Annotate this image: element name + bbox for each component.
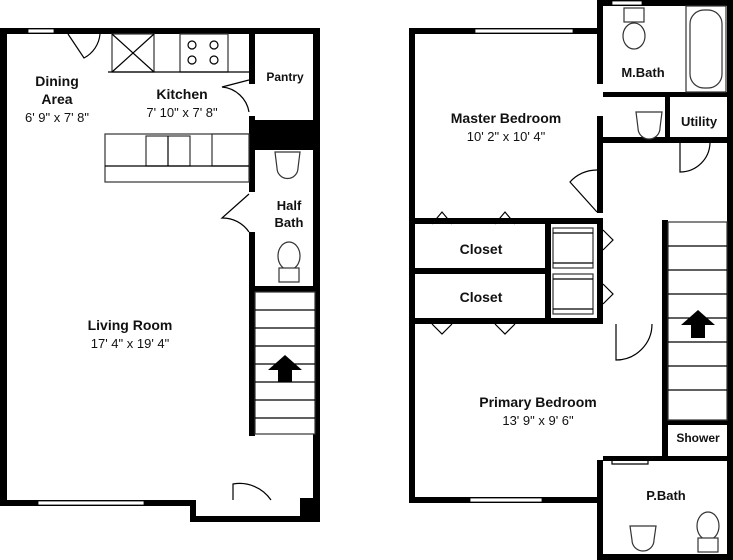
wall-shower-north bbox=[668, 420, 727, 425]
wall-left-south-jog bbox=[190, 500, 196, 522]
wall-left-north bbox=[0, 28, 318, 34]
window-mbath-north bbox=[611, 0, 643, 6]
wall-right-east bbox=[727, 0, 733, 560]
stairs-up-arrow-icon bbox=[681, 310, 715, 338]
half-bath-door[interactable] bbox=[220, 193, 250, 233]
utility-label: Utility bbox=[681, 114, 718, 129]
wall-utility-west bbox=[665, 92, 670, 142]
burner-icon bbox=[187, 55, 197, 65]
wall-right-south-b bbox=[597, 554, 733, 560]
wall-closet-south bbox=[415, 318, 603, 324]
linen-closet-upper bbox=[552, 227, 594, 269]
dining-label: Area bbox=[41, 91, 72, 107]
living-room-dims: 17' 4" x 19' 4" bbox=[91, 336, 170, 351]
ground-stairs bbox=[254, 291, 316, 435]
primary-bath-sink bbox=[629, 525, 657, 552]
window-living-south bbox=[37, 500, 145, 506]
dishwasher bbox=[211, 133, 250, 167]
master-bedroom-door[interactable] bbox=[569, 169, 598, 213]
wall-pantry-chase bbox=[255, 120, 315, 150]
wall-left-east bbox=[313, 28, 320, 520]
half-bath-toilet bbox=[277, 241, 301, 271]
pantry-door[interactable] bbox=[221, 79, 250, 113]
burner-icon bbox=[209, 55, 219, 65]
wall-right-north-b bbox=[597, 0, 733, 6]
master-bedroom-dims: 10' 2" x 10' 4" bbox=[467, 129, 546, 144]
wall-pbath-north bbox=[603, 456, 727, 461]
wall-halfbath-south bbox=[255, 286, 315, 292]
master-bath-label: M.Bath bbox=[621, 65, 664, 80]
living-room-label: Living Room bbox=[88, 317, 173, 333]
primary-toilet bbox=[696, 511, 720, 541]
wall-right-south-jog bbox=[597, 460, 603, 560]
stove bbox=[179, 33, 229, 73]
wall-corner-block bbox=[300, 498, 315, 518]
linen-door-upper[interactable] bbox=[602, 229, 614, 251]
wall-pantry-west bbox=[249, 34, 255, 84]
pantry-label: Pantry bbox=[266, 70, 304, 84]
wall-left-west bbox=[0, 28, 7, 506]
wall-stair-west bbox=[662, 220, 668, 460]
wall-right-notch bbox=[597, 0, 603, 34]
wall-linen-east bbox=[597, 224, 603, 324]
burner-icon bbox=[209, 40, 219, 50]
window-dining-north bbox=[27, 28, 55, 34]
master-bedroom-label: Master Bedroom bbox=[451, 110, 561, 126]
primary-bedroom-dims: 13' 9" x 9' 6" bbox=[502, 413, 574, 428]
dining-back-door[interactable] bbox=[67, 33, 101, 59]
wall-closet-divider bbox=[415, 268, 551, 274]
half-bath-label: Bath bbox=[275, 215, 304, 230]
utility-door[interactable] bbox=[679, 142, 711, 173]
linen-closet-lower bbox=[552, 273, 594, 315]
wall-left-south-b bbox=[190, 516, 320, 522]
half-bath-label: Half bbox=[277, 198, 302, 213]
stairs-up-arrow-icon bbox=[268, 355, 302, 382]
half-bath-sink bbox=[274, 151, 301, 180]
burner-icon bbox=[187, 40, 197, 50]
wall-mbath-west-lower bbox=[597, 116, 603, 146]
primary-bath-label: P.Bath bbox=[646, 488, 686, 503]
upper-stairs bbox=[667, 221, 728, 421]
entry-door[interactable] bbox=[232, 482, 272, 501]
closet-upper-door[interactable] bbox=[431, 211, 453, 225]
wall-right-west bbox=[409, 28, 415, 503]
kitchen-dims: 7' 10" x 7' 8" bbox=[146, 105, 218, 120]
primary-bedroom-label: Primary Bedroom bbox=[479, 394, 596, 410]
dining-dims: 6' 9" x 7' 8" bbox=[25, 110, 89, 125]
kitchen-label: Kitchen bbox=[156, 86, 207, 102]
wall-mbath-west bbox=[597, 34, 603, 84]
closet-upper-label: Closet bbox=[460, 241, 503, 257]
closet-lower-door[interactable] bbox=[431, 323, 453, 335]
ground-floor: Dining Area 6' 9" x 7' 8" Kitchen 7' 10"… bbox=[0, 28, 320, 522]
dining-label: Dining bbox=[35, 73, 79, 89]
window-primary-south bbox=[469, 497, 543, 503]
wall-master-south bbox=[415, 218, 603, 224]
wall-closet-east bbox=[545, 224, 551, 324]
wall-halfbath-west-upper bbox=[249, 116, 255, 192]
master-sink bbox=[635, 111, 663, 140]
primary-bedroom-door[interactable] bbox=[615, 323, 653, 361]
linen-door-lower[interactable] bbox=[602, 283, 614, 305]
wall-halfbath-west-lower bbox=[249, 232, 255, 436]
closet-upper-door[interactable] bbox=[494, 211, 516, 225]
window-master-north bbox=[474, 28, 574, 34]
master-toilet bbox=[622, 22, 646, 50]
wall-master-east bbox=[597, 143, 603, 213]
wall-utility-south bbox=[603, 137, 727, 143]
shower-label: Shower bbox=[676, 431, 720, 445]
closet-lower-door[interactable] bbox=[494, 323, 516, 335]
upper-floor: Master Bedroom 10' 2" x 10' 4" M.Bath Ut… bbox=[409, 0, 733, 560]
closet-lower-label: Closet bbox=[460, 289, 503, 305]
